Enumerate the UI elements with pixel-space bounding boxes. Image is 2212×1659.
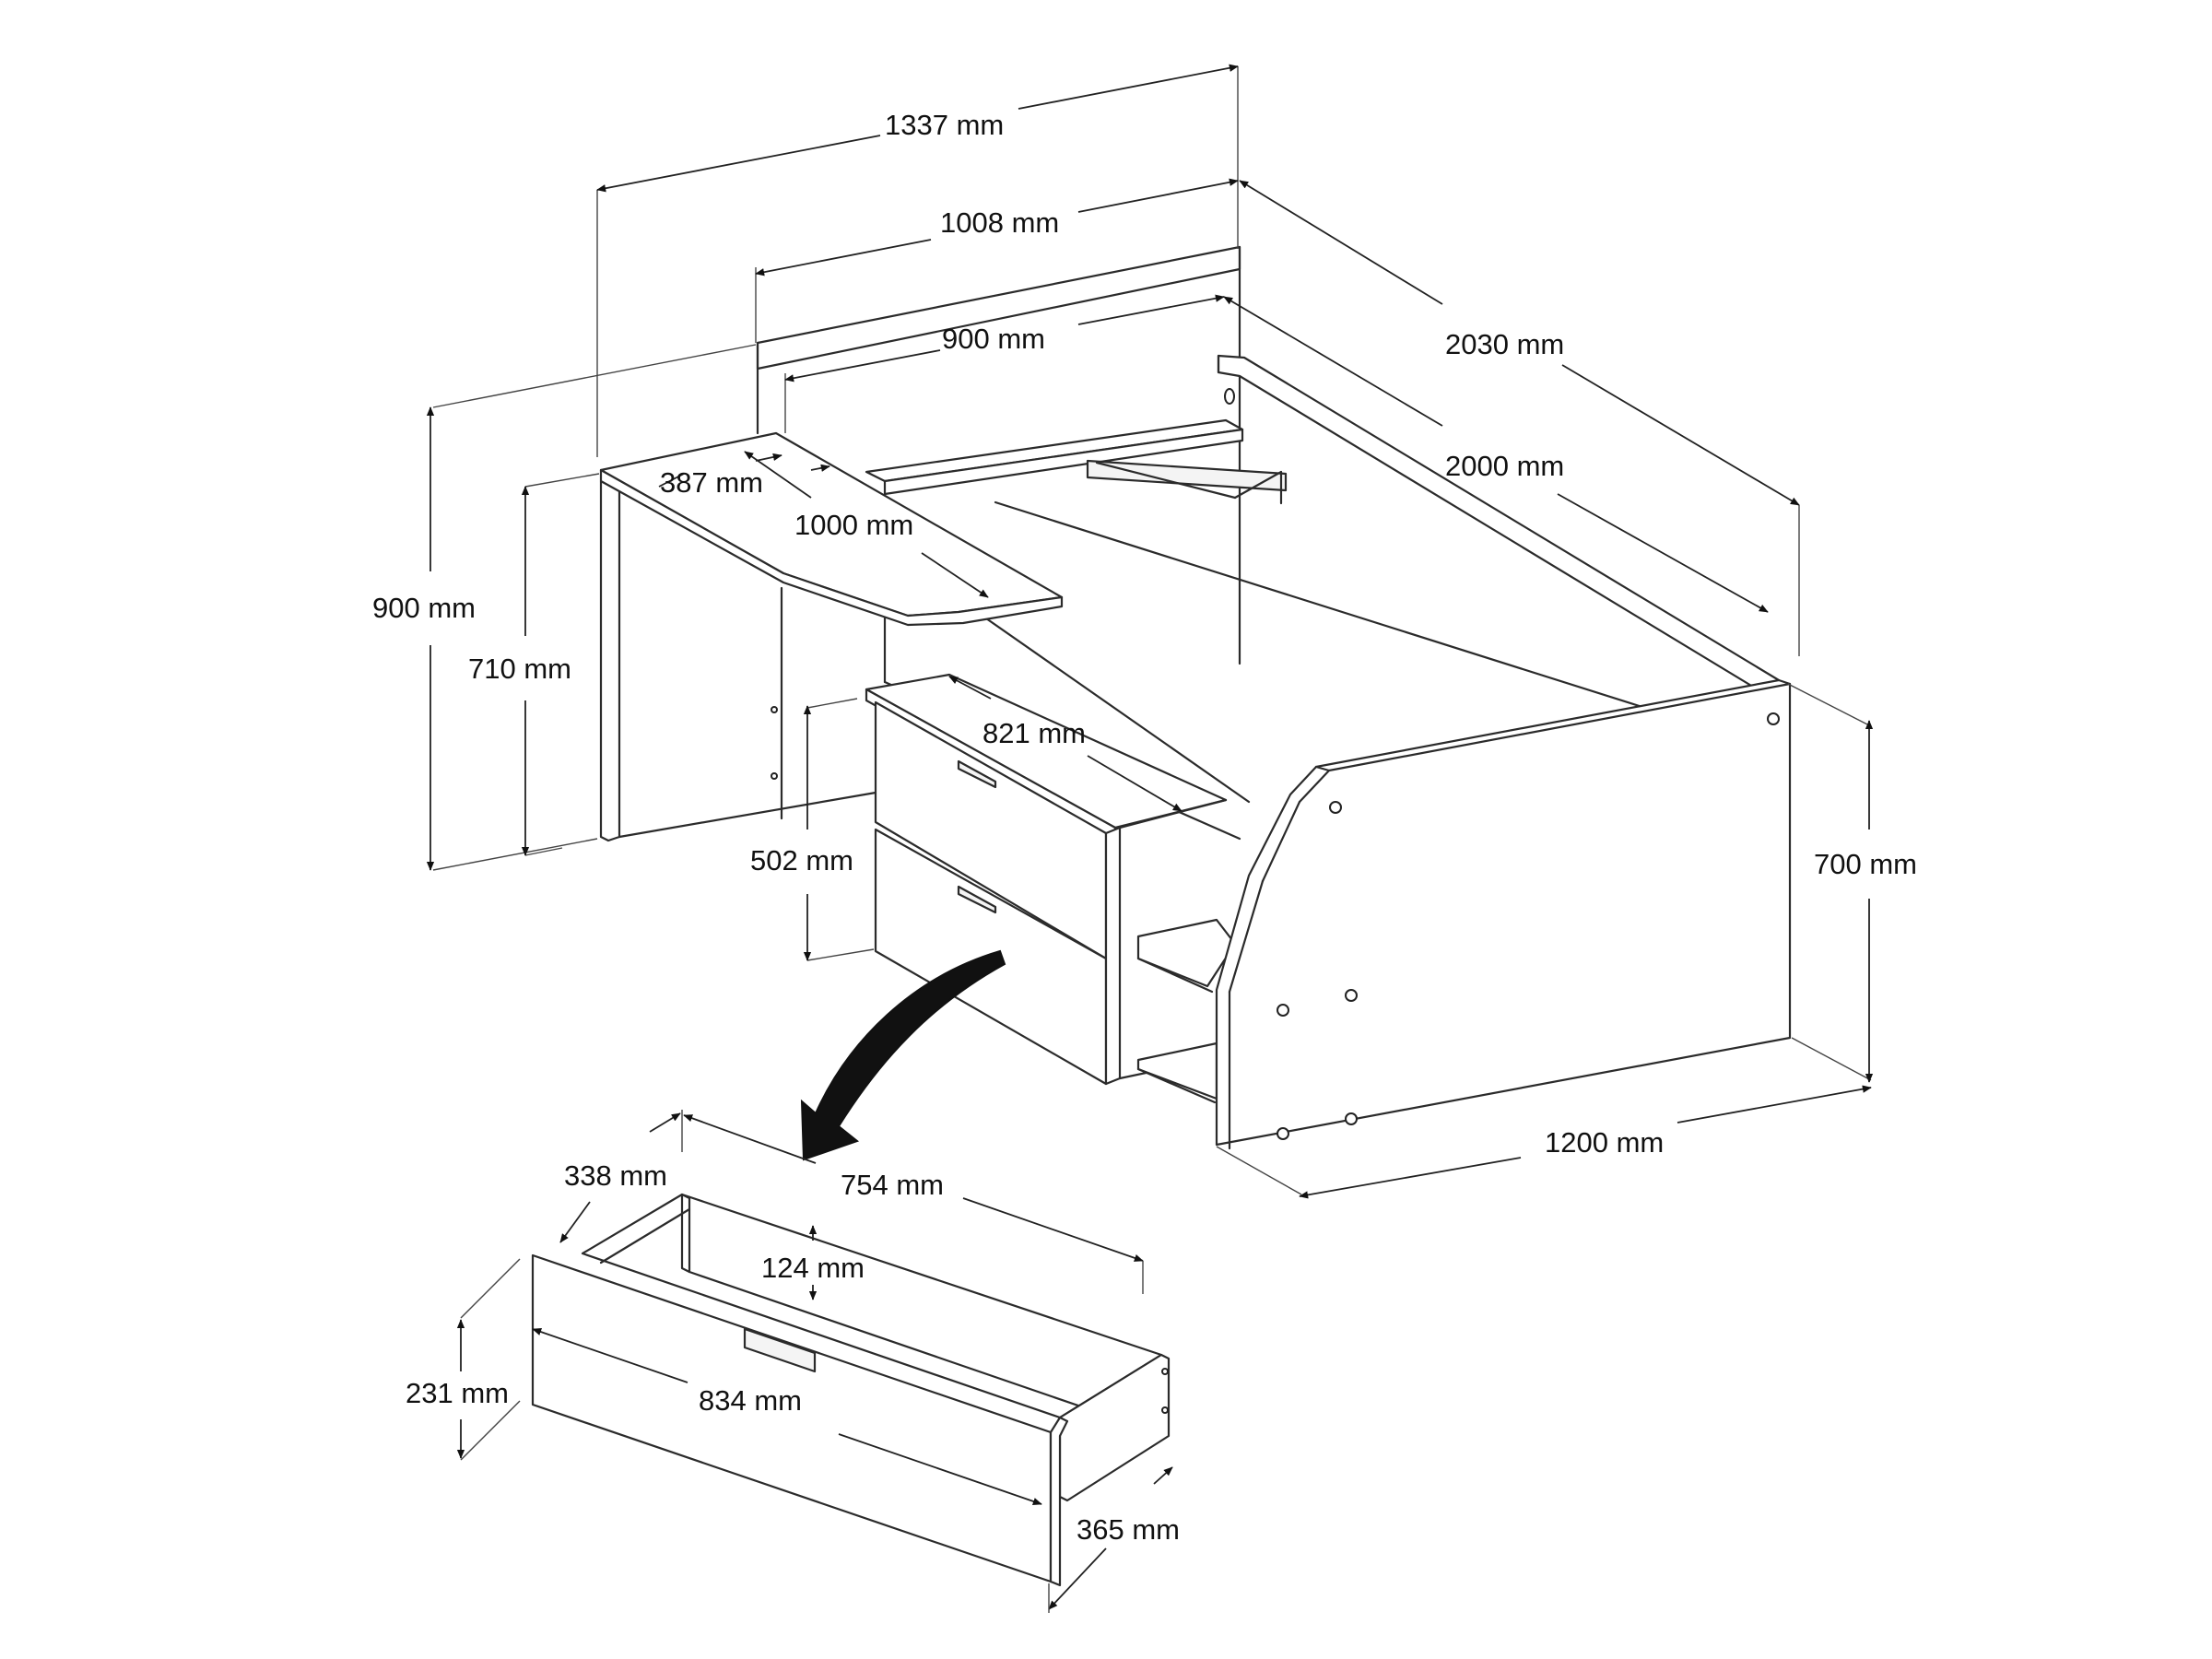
step-shelf-lower	[1136, 1041, 1218, 1100]
drawer-detail	[531, 1193, 1171, 1587]
drawer-callout-arrow	[800, 949, 1006, 1161]
label-chest-height: 502 mm	[750, 844, 853, 877]
desk-top-edge	[599, 468, 1064, 627]
drawer-handle-lower	[957, 885, 997, 914]
bed-assembly	[599, 245, 1792, 1150]
label-desk-length: 1000 mm	[794, 509, 913, 541]
label-desk-height: 710 mm	[468, 653, 571, 685]
label-drawer-inner-height: 124 mm	[761, 1252, 865, 1284]
dimension-labels: 1337 mm 1008 mm 900 mm 2030 mm 2000 mm 9…	[372, 109, 1917, 1546]
label-shelf-width: 900 mm	[942, 323, 1045, 355]
label-total-length: 2030 mm	[1445, 328, 1564, 360]
upper-shelf-front	[883, 428, 1244, 496]
label-drawer-depth: 365 mm	[1077, 1513, 1180, 1546]
label-mattress-length: 2000 mm	[1445, 450, 1564, 482]
label-total-height: 900 mm	[372, 592, 476, 624]
chest-side	[1104, 826, 1122, 1086]
drawer-handle	[743, 1327, 817, 1373]
label-drawer-inner-width: 754 mm	[841, 1169, 944, 1201]
foot-end-panel	[1215, 678, 1792, 1147]
label-chest-width: 821 mm	[982, 717, 1086, 749]
label-bed-height: 700 mm	[1814, 848, 1917, 880]
rear-bed-rail	[1217, 354, 1781, 704]
label-drawer-front-width: 834 mm	[699, 1384, 802, 1417]
label-desk-depth: 387 mm	[660, 466, 763, 499]
step-shelf-upper	[1136, 918, 1237, 988]
label-drawer-inner-depth: 338 mm	[564, 1159, 667, 1192]
label-back-panel-width: 1008 mm	[940, 206, 1059, 239]
label-drawer-front-height: 231 mm	[406, 1377, 509, 1409]
label-bed-width: 1200 mm	[1545, 1126, 1664, 1159]
drawer-inner-back	[680, 1193, 691, 1274]
dimension-lines	[426, 64, 1874, 1613]
drawer-handle-upper	[957, 759, 997, 789]
label-total-width: 1337 mm	[885, 109, 1004, 141]
safety-rail	[1086, 459, 1288, 492]
drawer-front-right-edge	[1049, 1416, 1069, 1587]
desk-side-panel	[599, 479, 621, 842]
